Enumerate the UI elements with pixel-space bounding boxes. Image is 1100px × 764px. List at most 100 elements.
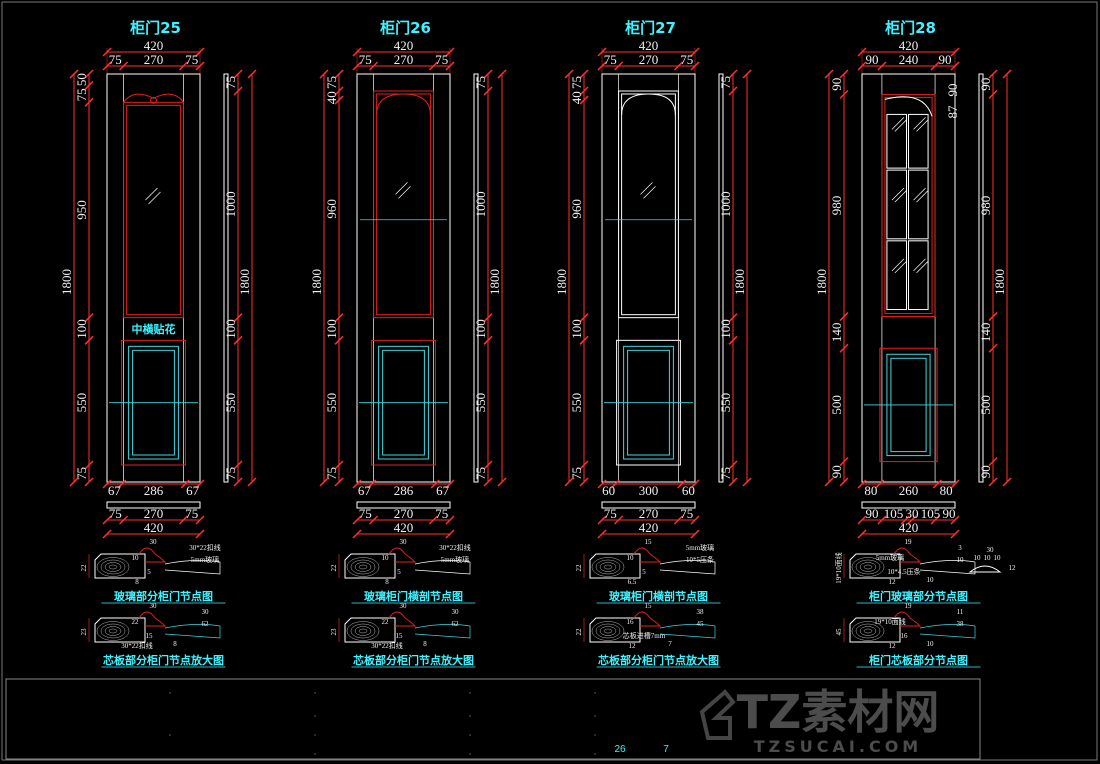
dimension-label: 1800	[992, 269, 1007, 295]
wood-grain	[354, 562, 372, 572]
detail-annotation: 22	[575, 628, 583, 636]
dimension-tick	[857, 515, 867, 525]
bottom-profile	[106, 501, 201, 509]
wood-grain	[603, 564, 613, 570]
dimension-tick	[877, 515, 887, 525]
glass-hatch	[145, 187, 158, 201]
detail-annotation: 30*22扣线	[439, 543, 471, 552]
wood-grain	[104, 562, 122, 572]
dimension-label: 90	[829, 78, 844, 91]
detail-annotation: 15	[146, 632, 154, 640]
detail-annotation: 15	[645, 602, 653, 610]
dimension-tick	[430, 479, 440, 489]
title-block-dot	[169, 734, 171, 736]
dimension-label: 90	[829, 465, 844, 478]
detail-annotation: 6.5	[628, 578, 637, 586]
dimension-tick	[839, 69, 849, 79]
detail-annotation: 11	[957, 608, 964, 616]
dimension-tick	[930, 61, 940, 71]
wood-grain	[100, 623, 126, 639]
dimension-tick	[84, 477, 94, 487]
dimension-tick	[579, 460, 589, 470]
glass-section	[164, 560, 221, 575]
detail-title: 芯板部分柜门节点放大图	[598, 653, 719, 667]
door-outline	[356, 73, 451, 483]
dimension-tick	[728, 477, 738, 487]
dimension-tick	[690, 479, 700, 489]
detail-title: 玻璃部分柜门节点图	[114, 589, 213, 603]
dimension-label: 286	[144, 483, 164, 498]
glass-hatch	[891, 187, 905, 201]
dimension-tick	[84, 335, 94, 345]
wood-grain	[599, 626, 617, 636]
detail-annotation: 22	[132, 618, 140, 626]
glass-hatch	[916, 119, 929, 132]
molding-section	[893, 547, 922, 563]
detail-annotation: 22	[330, 564, 338, 572]
dimension-tick	[673, 515, 683, 525]
wood-grain	[863, 564, 873, 570]
detail-annotation: 8	[173, 640, 177, 648]
detail-annotation: 5mm玻璃	[441, 555, 469, 564]
dimension-label: 80	[864, 483, 877, 498]
dimension-label: 67	[358, 483, 372, 498]
title-block-dot	[314, 753, 316, 755]
dimension-tick	[579, 95, 589, 105]
dimension-label: 960	[324, 199, 339, 219]
title-block-dot	[469, 692, 471, 694]
wood-section	[344, 617, 396, 643]
dimension-label: 40	[569, 91, 584, 104]
glass-hatch	[894, 260, 908, 274]
glass-hatch	[148, 191, 161, 205]
wood-grain	[863, 628, 873, 634]
dimension-label: 60	[602, 483, 615, 498]
title-block-dot	[594, 715, 596, 717]
dimension-tick	[445, 529, 455, 539]
molding-section	[893, 611, 922, 627]
watermark-logo: TZ素材网	[737, 685, 940, 739]
glass-frame-inner	[376, 93, 431, 316]
dimension-tick	[445, 515, 455, 525]
dimension-label: 75	[223, 76, 238, 89]
dimension-tick	[119, 515, 129, 525]
glass-hatch	[643, 186, 656, 199]
dimension-label: 270	[144, 506, 164, 521]
wood-section	[94, 617, 146, 643]
wood-grain	[855, 623, 881, 639]
dimension-label: 1800	[814, 269, 829, 295]
detail-annotation: 22	[575, 564, 583, 572]
dimension-tick	[728, 86, 738, 96]
dimension-tick	[690, 529, 700, 539]
dimension-label: 75	[324, 467, 339, 480]
dimension-label: 420	[394, 520, 414, 535]
molding-profile	[968, 565, 1002, 573]
title-block-dot	[314, 734, 316, 736]
dimension-tick	[102, 529, 112, 539]
dimension-label: 550	[569, 393, 584, 413]
bottom-profile	[861, 501, 956, 509]
dimension-tick	[233, 477, 243, 487]
glass-frame-inner	[621, 93, 676, 316]
dimension-label: 1000	[223, 191, 238, 217]
dimension-label: 550	[74, 393, 89, 413]
wood-grain	[859, 626, 877, 636]
detail-annotation: 16	[901, 632, 909, 640]
dimension-tick	[564, 477, 574, 487]
dimension-label: 950	[74, 200, 89, 220]
dimension-label: 980	[829, 196, 844, 216]
detail-title: 玻璃柜门横剖节点图	[364, 589, 463, 603]
dimension-label: 75	[109, 506, 122, 521]
detail-annotation: 30	[452, 608, 460, 616]
detail-annotation: 10	[132, 554, 140, 562]
dimension-tick	[334, 86, 344, 96]
dimension-label: 75	[718, 76, 733, 89]
door-outline	[861, 73, 956, 483]
dimension-label: 1800	[554, 269, 569, 295]
dimension-tick	[195, 479, 205, 489]
dimension-label: 300	[639, 483, 659, 498]
detail-annotation: 19	[905, 538, 913, 546]
dimension-label: 500	[829, 395, 844, 415]
